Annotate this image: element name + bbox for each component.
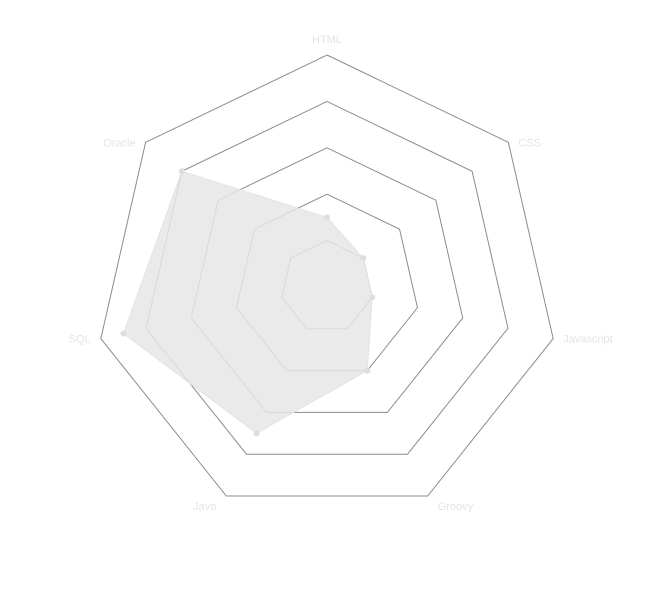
radar-area-layer (122, 170, 373, 434)
data-point-oracle[interactable] (178, 168, 185, 175)
data-point-groovy[interactable] (364, 367, 371, 374)
data-point-javascript[interactable] (369, 294, 376, 301)
axis-label-sql: SQL (69, 334, 91, 346)
data-point-html[interactable] (324, 214, 330, 221)
radar-points-layer (120, 168, 376, 437)
axis-label-html: HTML (312, 34, 342, 46)
axis-label-css: CSS (518, 137, 541, 149)
axis-label-java: Java (193, 501, 217, 513)
series-area-1 (122, 170, 373, 434)
axis-label-javascript: Javascript (563, 334, 613, 346)
axis-label-oracle: Oracle (103, 137, 135, 149)
data-point-java[interactable] (253, 430, 260, 437)
axis-label-groovy: Groovy (438, 501, 474, 513)
grid-ring-5 (100, 54, 554, 497)
data-point-sql[interactable] (120, 330, 127, 337)
data-point-css[interactable] (360, 255, 367, 262)
